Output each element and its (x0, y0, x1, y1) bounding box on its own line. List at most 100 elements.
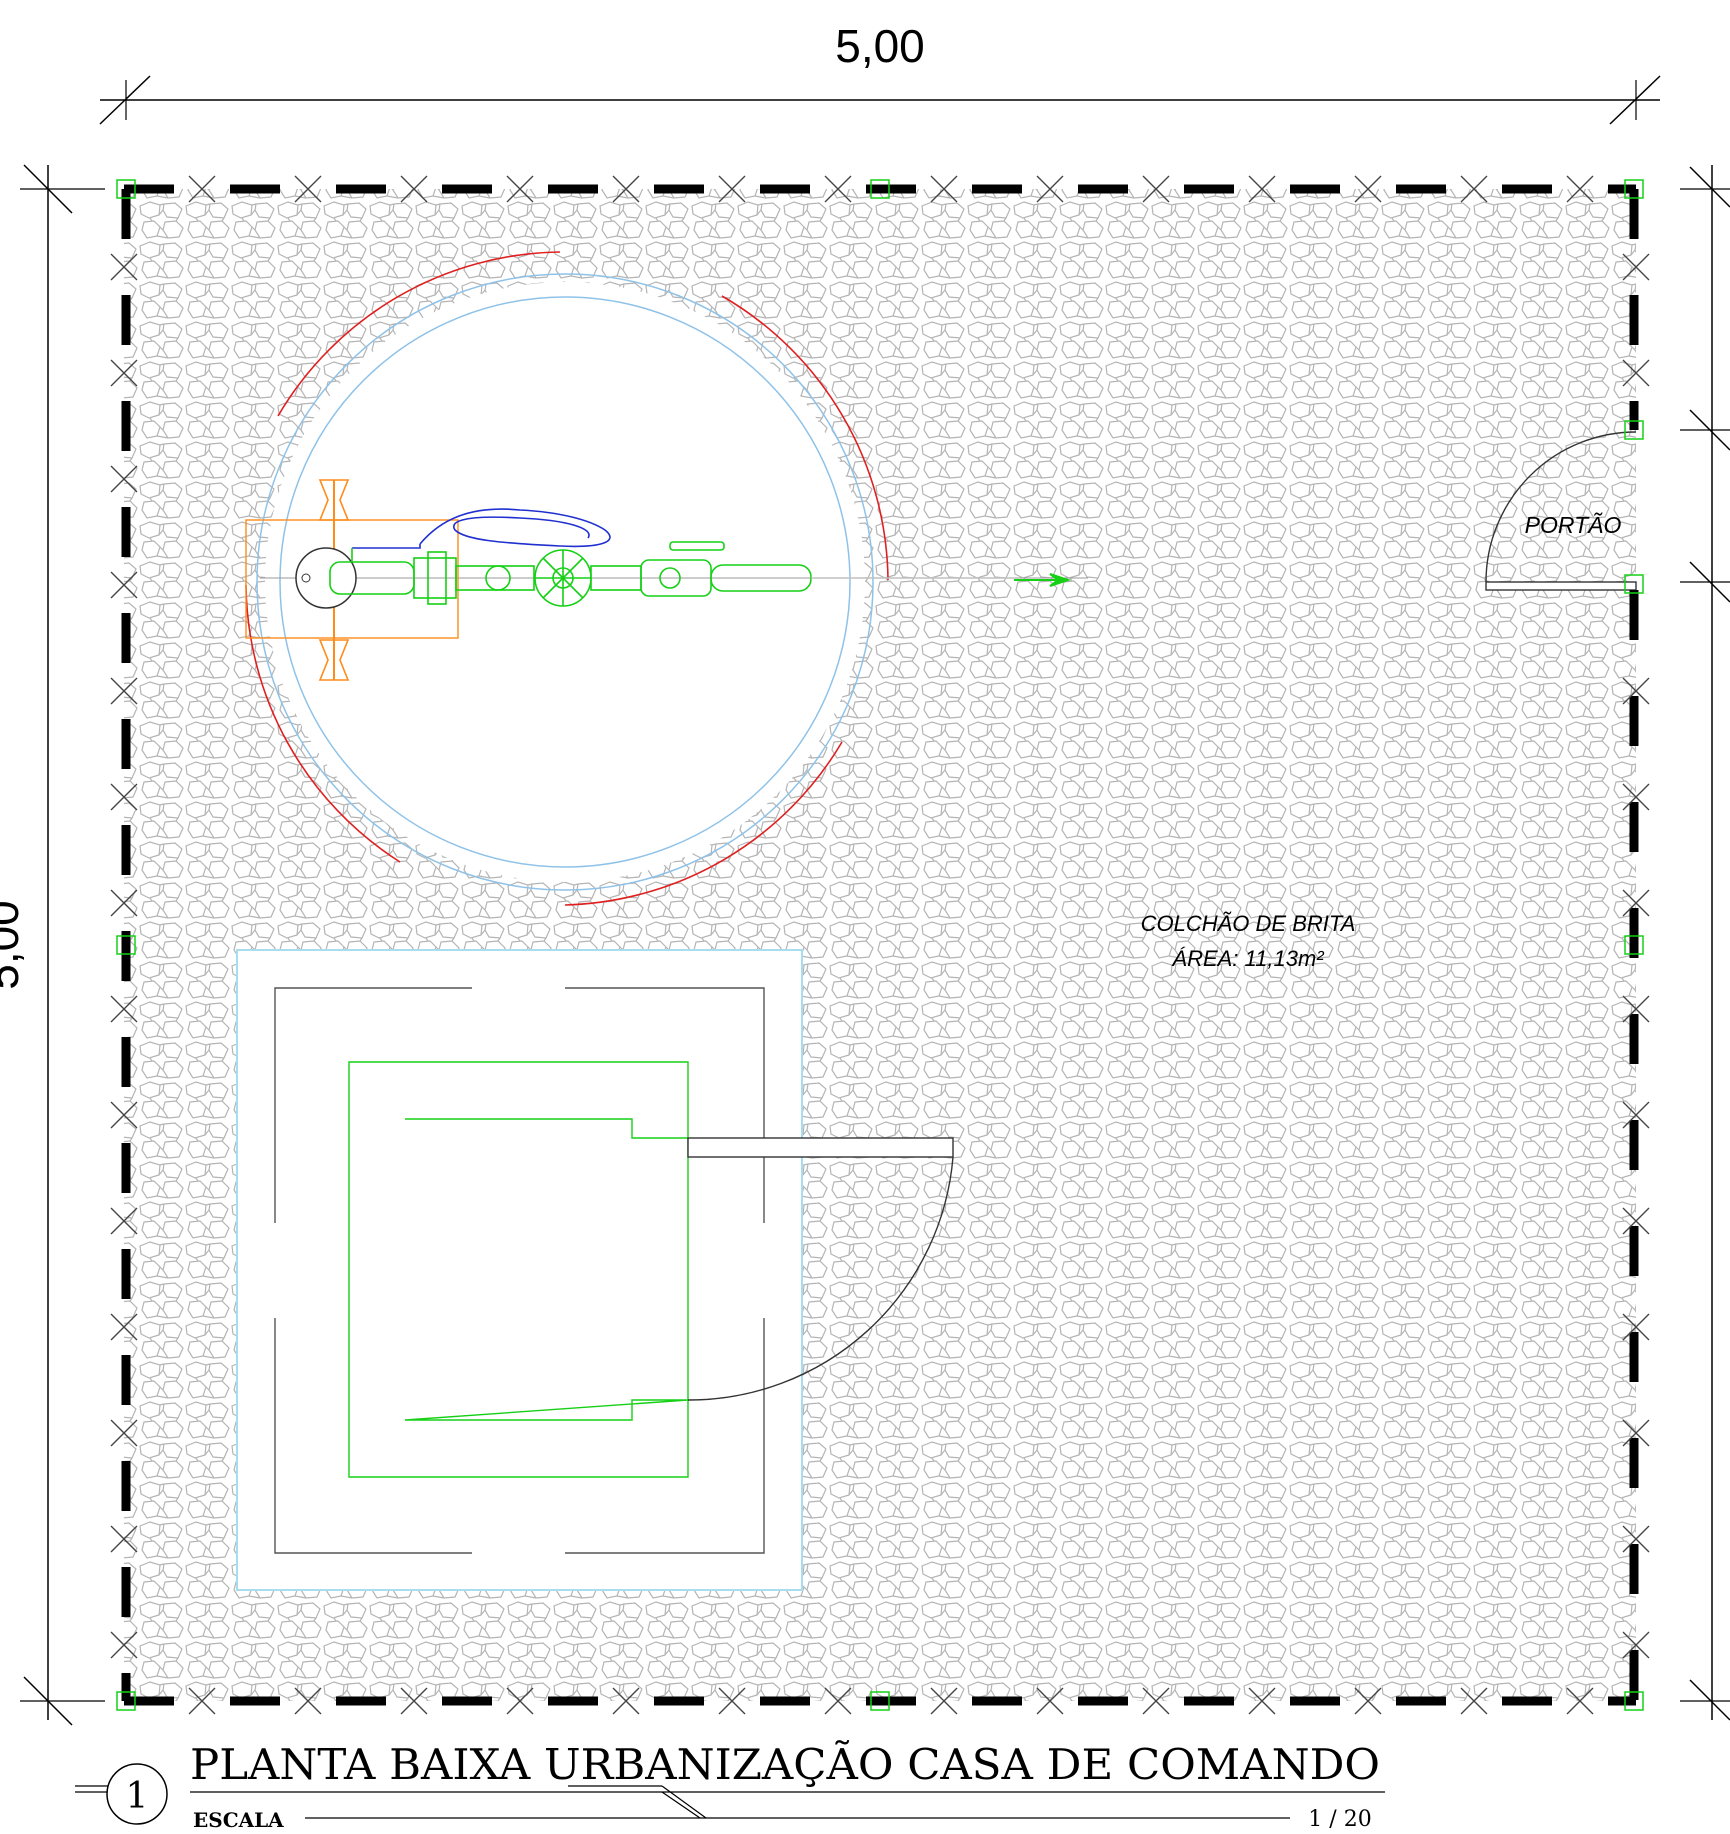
title-underline-accent-2 (661, 1785, 707, 1819)
fence-post (1624, 574, 1644, 594)
fence-x-mark (930, 175, 958, 203)
right-dimension-tick-bottom (1689, 1679, 1730, 1721)
base-outer-outline (236, 949, 803, 1591)
pole-arc-right (721, 295, 889, 581)
fence-x-mark (110, 1631, 138, 1659)
fence-post (870, 179, 890, 199)
fence-x-mark (110, 571, 138, 599)
hose-line (352, 544, 421, 549)
pole-clearing (265, 282, 865, 882)
fence-x-mark (110, 1101, 138, 1129)
scale-value: 1 / 20 (1308, 1807, 1371, 1832)
fence-x-mark (1622, 1207, 1650, 1235)
fence-x-mark (294, 1687, 322, 1715)
fence-x-mark (718, 1687, 746, 1715)
fence-x-mark (1622, 889, 1650, 917)
transformer-base (236, 949, 954, 1591)
bracket-icon (318, 479, 350, 681)
fence-x-mark (110, 465, 138, 493)
fence-post (116, 935, 136, 955)
cabinet-outer-green (348, 1061, 689, 1478)
title-underline-accent-3 (661, 1791, 701, 1819)
top-dimension: 5,00 (99, 20, 1661, 125)
fence-x-mark (110, 1313, 138, 1341)
fence-x-mark (294, 175, 322, 203)
fence-x-mark (1622, 995, 1650, 1023)
pole-hub-icon (295, 547, 357, 609)
fence-x-mark (930, 1687, 958, 1715)
fence-x-mark (718, 175, 746, 203)
fence-x-mark (1248, 1687, 1276, 1715)
fence-x-mark (110, 359, 138, 387)
fence-x-mark (188, 175, 216, 203)
fence-x-mark (1622, 1419, 1650, 1447)
top-dimension-tick-left (99, 75, 151, 125)
left-dimension-label: 5,00 (0, 900, 28, 990)
assembly-orange-frame (245, 519, 459, 639)
valve-wheel-spokes (535, 550, 591, 606)
fence-x-mark (1142, 175, 1170, 203)
pole-arc-top (277, 251, 561, 417)
fence-x-mark (1622, 1525, 1650, 1553)
fence-x-mark (1460, 175, 1488, 203)
base-clearing (237, 950, 802, 1590)
pole-arc-lower-right (564, 741, 843, 906)
fence-x-mark (1622, 677, 1650, 705)
hose-icon (419, 508, 611, 548)
valve-assembly (245, 479, 1088, 681)
title-number-circle (106, 1763, 168, 1825)
fence-post (116, 179, 136, 199)
fence-x-mark (1622, 1101, 1650, 1129)
gate: PORTÃO (1485, 431, 1637, 591)
fence-post (1624, 420, 1644, 440)
fence-x-mark (400, 1687, 428, 1715)
corner-bottom-left (274, 1318, 472, 1554)
cabinet-door-swing (687, 1156, 954, 1401)
pole-outer-circle (256, 273, 874, 891)
fence-x-mark (824, 1687, 852, 1715)
gate-leaf (1485, 581, 1637, 591)
fence-x-mark (110, 677, 138, 705)
fence-x-mark (1036, 1687, 1064, 1715)
title-number: 1 (126, 1776, 149, 1817)
fence-x-mark (1622, 253, 1650, 281)
corner-bottom-right (565, 1318, 765, 1554)
fence-x-mark (1036, 175, 1064, 203)
fence-x-mark (1622, 1631, 1650, 1659)
fence-x-mark (1566, 175, 1594, 203)
right-dimension-tick-top (1689, 166, 1730, 208)
right-dimension (1680, 165, 1730, 1721)
pole-base (245, 251, 889, 906)
check-valve-icon (659, 567, 681, 589)
gravel-area-label: ÁREA: 11,13m² (1171, 946, 1324, 971)
fence-x-mark (110, 1207, 138, 1235)
fence-x-mark (1142, 1687, 1170, 1715)
fence-x-mark (110, 783, 138, 811)
fence-x-mark (612, 1687, 640, 1715)
fence-post (1624, 179, 1644, 199)
fence-post (1624, 935, 1644, 955)
gate-label: PORTÃO (1525, 512, 1622, 538)
top-dimension-tick-right (1609, 75, 1661, 125)
fence-x-mark (1622, 359, 1650, 387)
fence-x-mark (110, 1419, 138, 1447)
fence-x-mark (1354, 1687, 1382, 1715)
pipe-nut (427, 551, 447, 605)
pole-hub-center (301, 573, 311, 583)
fence-x-mark (1354, 175, 1382, 203)
fence-post (1624, 1691, 1644, 1711)
fence-x-mark (506, 175, 534, 203)
fence-x-mark (110, 253, 138, 281)
fence-x-mark (188, 1687, 216, 1715)
fence-x-mark (1248, 175, 1276, 203)
left-dimension: 5,00 (0, 164, 105, 1726)
fence-post (870, 1691, 890, 1711)
fence-marks (110, 175, 1650, 1715)
fence-x-mark (1622, 1313, 1650, 1341)
cabinet-door-leaf (687, 1137, 954, 1158)
fence-x-mark (506, 1687, 534, 1715)
fence-x-mark (1622, 783, 1650, 811)
fence-post (116, 1691, 136, 1711)
gate-swing (1485, 431, 1637, 583)
